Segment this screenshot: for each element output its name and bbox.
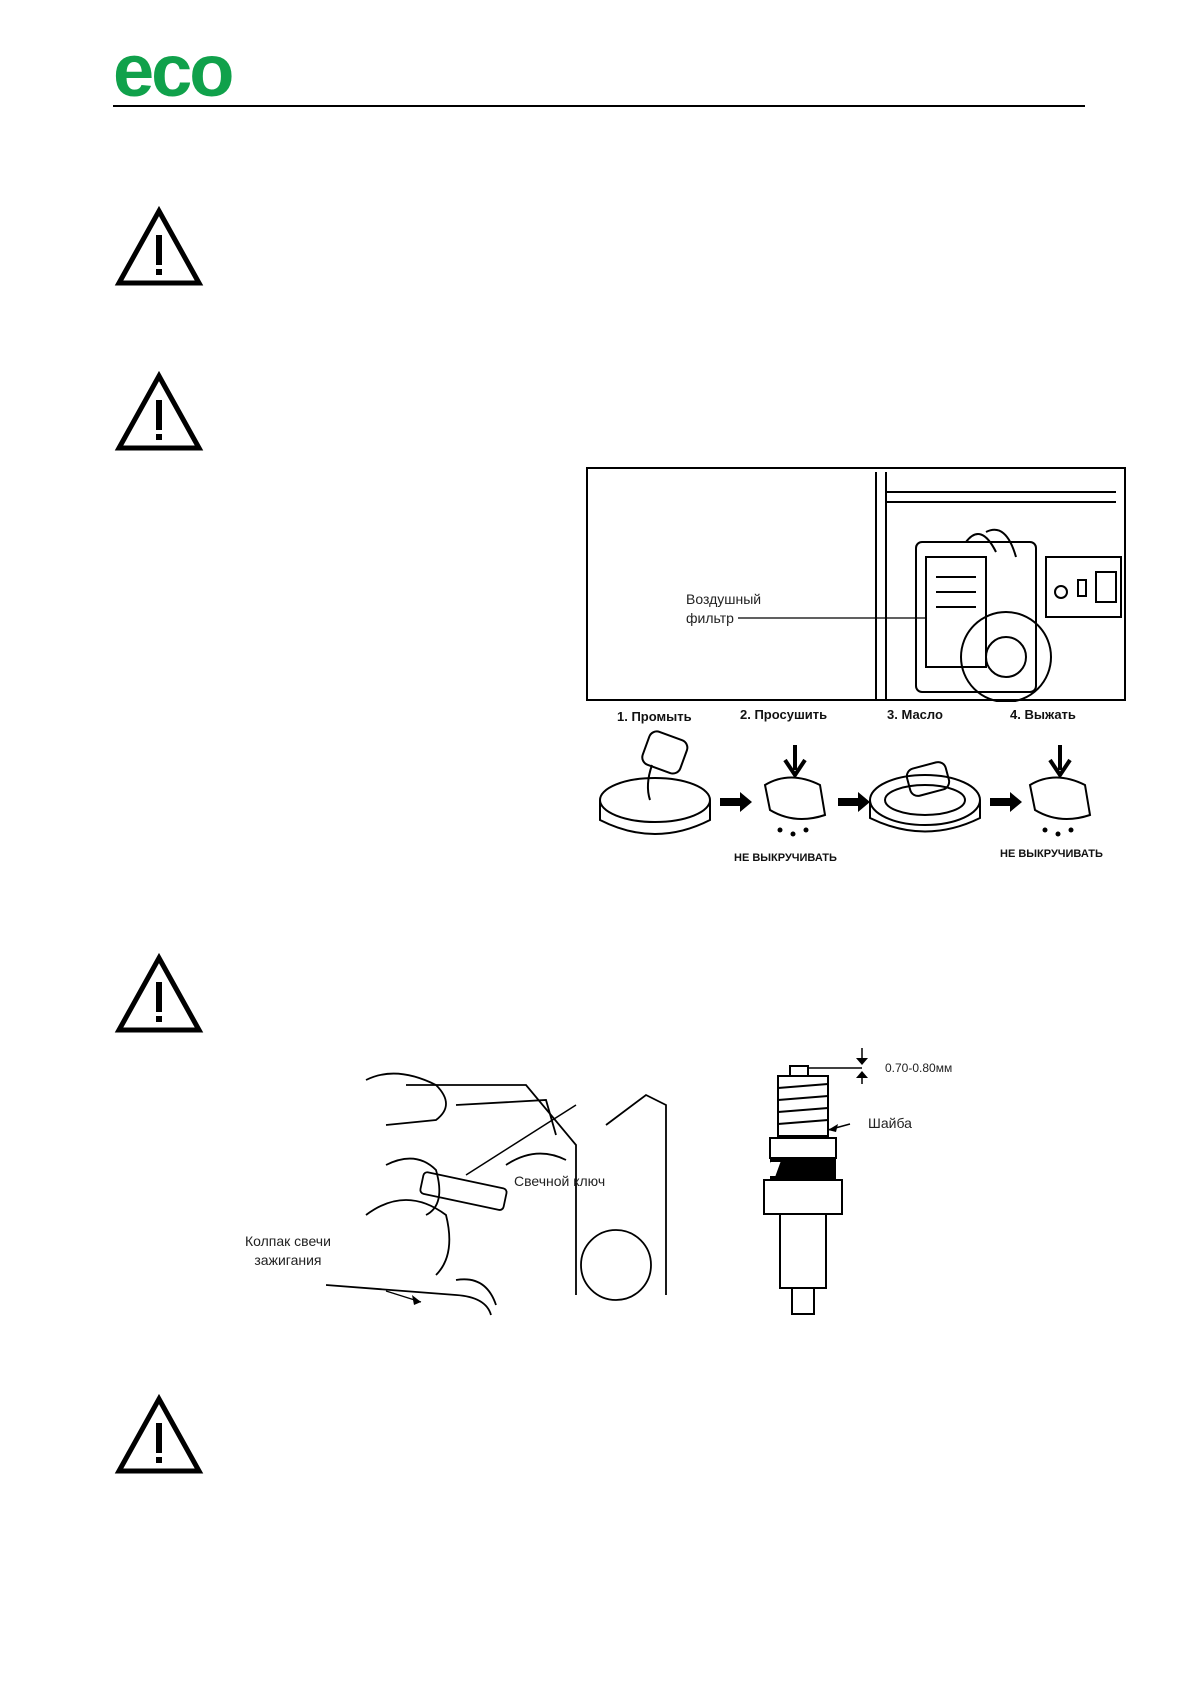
warning-triangle-icon xyxy=(113,205,205,289)
step-squeeze-label: 4. Выжать xyxy=(1010,707,1076,722)
warning-triangle-icon xyxy=(113,952,205,1036)
air-filter-callout: Воздушный фильтр xyxy=(686,591,762,626)
washer-label: Шайба xyxy=(868,1115,912,1131)
filter-cleaning-steps xyxy=(590,730,1120,840)
gap-label: 0.70-0.80мм xyxy=(885,1061,953,1075)
spark-plug-wrench-illustration: Свечной ключ xyxy=(326,1065,686,1325)
step-oil-label: 3. Масло xyxy=(887,707,943,722)
warning-triangle-icon xyxy=(113,1393,205,1477)
wrench-label: Свечной ключ xyxy=(514,1173,606,1189)
eco-logo: eco xyxy=(113,40,273,104)
warning-triangle-icon xyxy=(113,370,205,454)
spark-plug-diagram: 0.70-0.80мм Шайба xyxy=(750,1048,990,1338)
no-twist-note-1: НЕ ВЫКРУЧИВАТЬ xyxy=(734,852,837,864)
step-dry-label: 2. Просушить xyxy=(740,707,828,722)
header-rule xyxy=(113,105,1085,107)
step-wash-label: 1. Промыть xyxy=(617,709,692,724)
logo-text: eco xyxy=(113,40,232,104)
spark-cap-label: Колпак свечи зажигания xyxy=(245,1233,331,1268)
air-filter-illustration: Воздушный фильтр xyxy=(586,462,1126,702)
no-twist-note-2: НЕ ВЫКРУЧИВАТЬ xyxy=(1000,848,1103,860)
